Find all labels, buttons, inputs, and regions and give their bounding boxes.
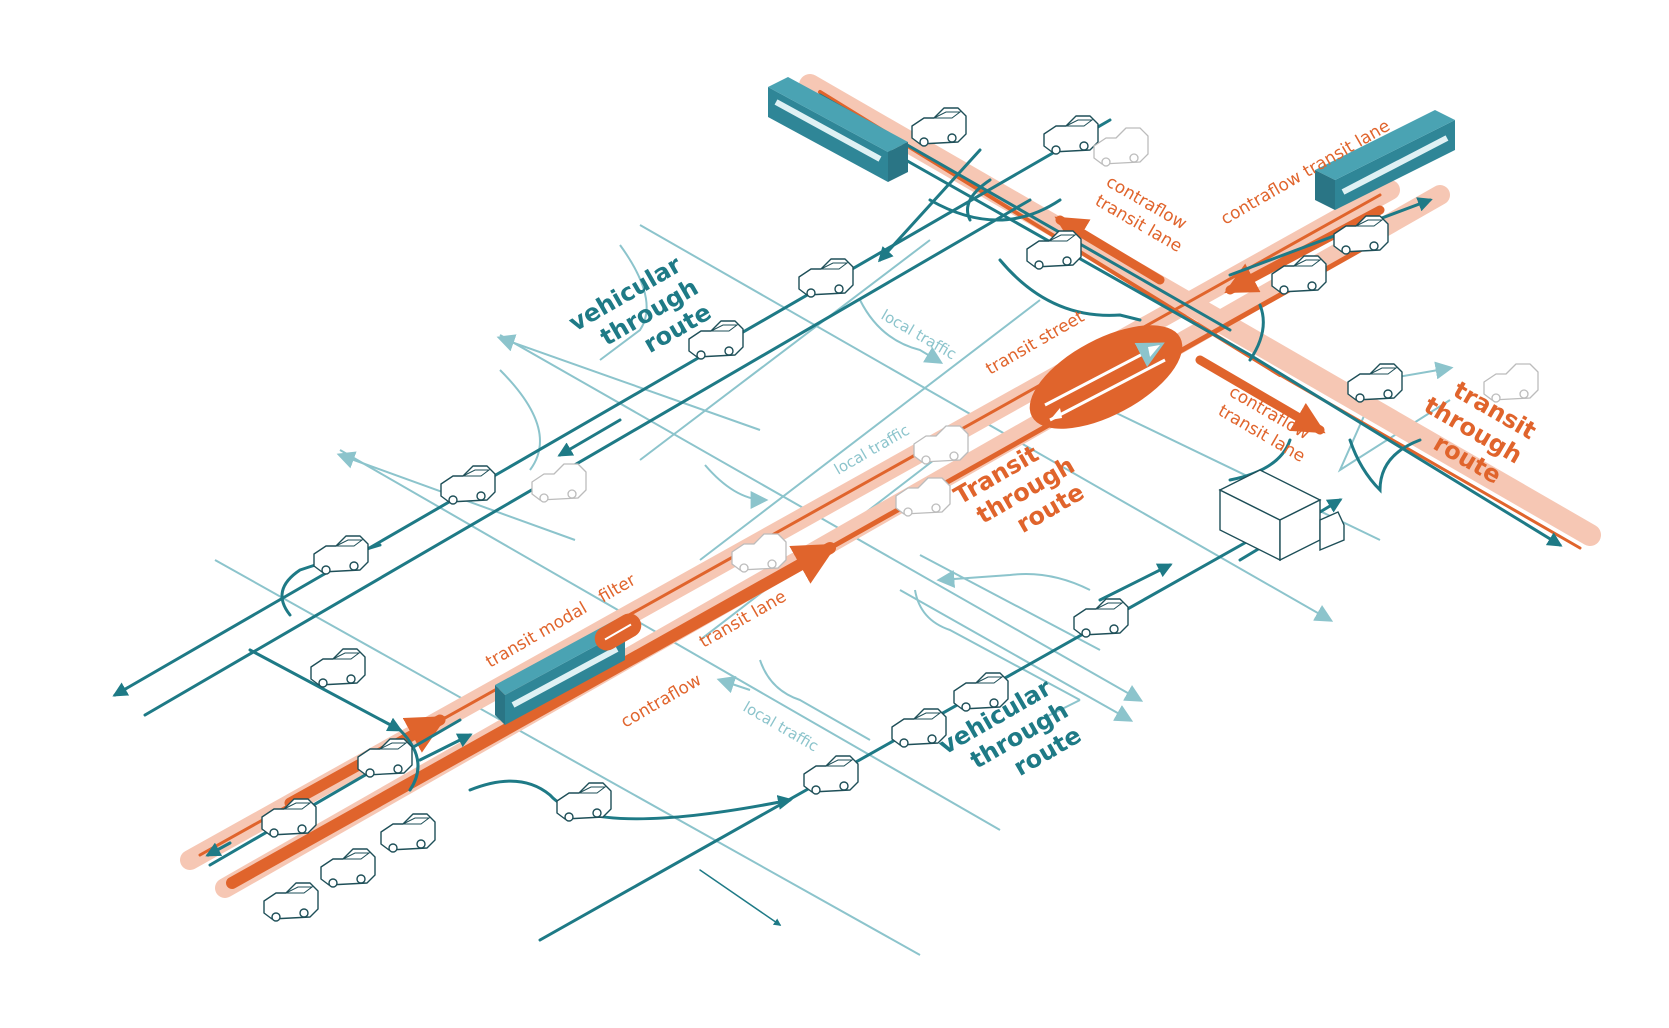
bus-icon bbox=[768, 77, 908, 182]
car-icon bbox=[357, 738, 413, 778]
car-icon bbox=[1093, 127, 1149, 167]
car-icon bbox=[380, 813, 436, 853]
car-icon bbox=[803, 755, 859, 795]
bus-icon bbox=[1315, 110, 1455, 210]
car-icon bbox=[1347, 363, 1403, 403]
car-icon bbox=[556, 782, 612, 822]
car-icon bbox=[320, 848, 376, 888]
car-icon bbox=[731, 533, 787, 573]
car-icon bbox=[1026, 230, 1082, 270]
bus-icon bbox=[495, 620, 625, 725]
car-icon bbox=[1043, 115, 1099, 155]
car-icon bbox=[310, 648, 366, 688]
car-icon bbox=[440, 465, 496, 505]
vehicular-routes bbox=[112, 93, 1563, 942]
car-icon bbox=[911, 107, 967, 147]
car-icon bbox=[913, 425, 969, 465]
label-local-traffic-3: local traffic bbox=[740, 698, 822, 755]
car-icon bbox=[263, 882, 319, 922]
car-icon bbox=[531, 463, 587, 503]
transit-street-pill bbox=[1029, 325, 1183, 429]
label-contraflow-main-line1: contraflow bbox=[618, 670, 706, 732]
label-local-traffic-1: local traffic bbox=[878, 306, 960, 363]
modal-filter-icon bbox=[594, 613, 642, 651]
car-icon bbox=[1073, 598, 1129, 638]
car-icon bbox=[798, 258, 854, 298]
car-icon bbox=[313, 535, 369, 575]
truck-icon bbox=[1218, 469, 1345, 562]
